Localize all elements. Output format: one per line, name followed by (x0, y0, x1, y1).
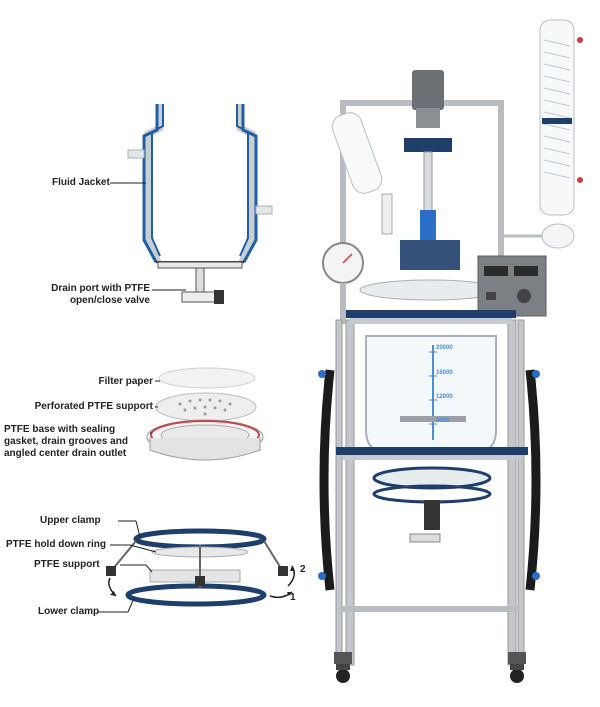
jacket-cross-section (110, 104, 273, 304)
label-hold-down-ring: PTFE hold down ring (6, 539, 106, 550)
label-filter-paper: Filter paper (98, 376, 153, 387)
label-drain-port-1: Drain port with PTFE (51, 283, 150, 294)
label-perforated-support: Perforated PTFE support (34, 401, 153, 412)
scale-mark-4: 8000 (436, 418, 450, 424)
label-ptfe-base-3: angled center drain outlet (4, 448, 127, 459)
clamp-assembly (98, 520, 295, 613)
label-drain-port-2: open/close valve (69, 295, 150, 306)
label-fluid-jacket: Fluid Jacket (52, 177, 110, 188)
arrow-step-1: 1 (290, 592, 296, 603)
filter-stack (146, 367, 264, 461)
label-ptfe-base-1: PTFE base with sealing (4, 424, 116, 435)
scale-mark-2: 16000 (436, 370, 453, 376)
label-lower-clamp: Lower clamp (38, 606, 100, 617)
arrow-step-2: 2 (300, 564, 306, 575)
label-ptfe-base-2: gasket, drain grooves and (4, 436, 128, 447)
reactor-system (318, 19, 583, 683)
label-upper-clamp: Upper clamp (40, 515, 101, 526)
scale-mark-1: 20000 (436, 345, 453, 351)
scale-mark-3: 12000 (436, 394, 453, 400)
label-ptfe-support: PTFE support (34, 559, 100, 570)
